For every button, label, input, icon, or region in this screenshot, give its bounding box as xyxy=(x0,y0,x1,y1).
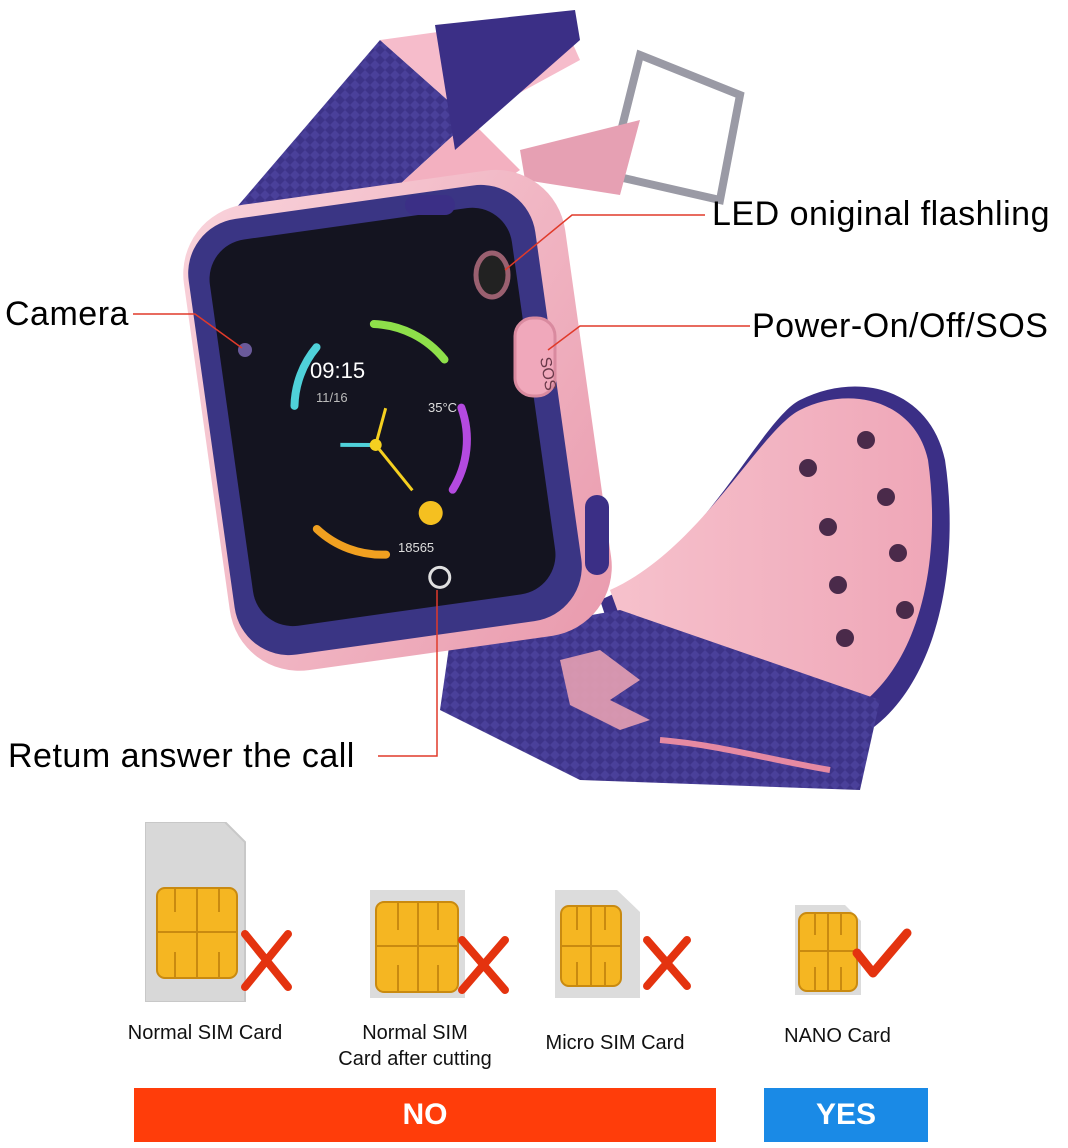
led-button-icon xyxy=(473,250,511,300)
yes-bar: YES xyxy=(764,1088,928,1142)
watch-steps: 18565 xyxy=(398,540,434,555)
sos-button-label: SOS xyxy=(536,356,559,392)
sim-label-cut: Normal SIM Card after cutting xyxy=(320,1020,510,1072)
no-bar-label: NO xyxy=(402,1098,448,1131)
sim-label-cut-line1: Normal SIM xyxy=(362,1022,468,1044)
callout-led-label: LED oniginal flashling xyxy=(712,195,1050,233)
normal-sim-card xyxy=(145,822,292,1002)
sim-label-cut-line2: Card after cutting xyxy=(338,1048,492,1070)
camera-lens-icon xyxy=(238,343,252,357)
no-bar: NO xyxy=(134,1088,716,1142)
watch-date: 11/16 xyxy=(316,390,348,405)
cut-sim-card xyxy=(370,890,509,998)
sos-button xyxy=(513,316,557,398)
smartwatch-illustration: SOS 09:15 11/16 35°C 18565 xyxy=(133,10,950,790)
x-icon xyxy=(643,936,691,990)
sim-label-nano: NANO Card xyxy=(784,1025,891,1047)
bottom-strap xyxy=(440,610,880,790)
sim-label-normal: Normal SIM Card xyxy=(127,1022,283,1044)
nano-sim-card xyxy=(795,905,912,995)
strap-holes xyxy=(799,431,914,647)
check-icon xyxy=(852,928,912,978)
watch-temperature: 35°C xyxy=(428,400,457,415)
watch-time: 09:15 xyxy=(310,358,365,383)
x-icon xyxy=(458,936,509,994)
sim-label-micro: Micro SIM Card xyxy=(545,1032,685,1054)
callout-answer-label: Retum answer the call xyxy=(8,737,355,775)
x-icon xyxy=(241,930,292,991)
callout-lines xyxy=(133,214,750,757)
watch-body: SOS xyxy=(183,169,612,671)
watch-face xyxy=(290,320,471,589)
callout-camera-label: Camera xyxy=(5,295,129,333)
home-button-icon xyxy=(428,565,452,589)
yes-bar-label: YES xyxy=(815,1098,877,1131)
micro-sim-card xyxy=(555,890,691,998)
callout-power-label: Power-On/Off/SOS xyxy=(752,307,1049,345)
duck-icon xyxy=(418,500,443,525)
